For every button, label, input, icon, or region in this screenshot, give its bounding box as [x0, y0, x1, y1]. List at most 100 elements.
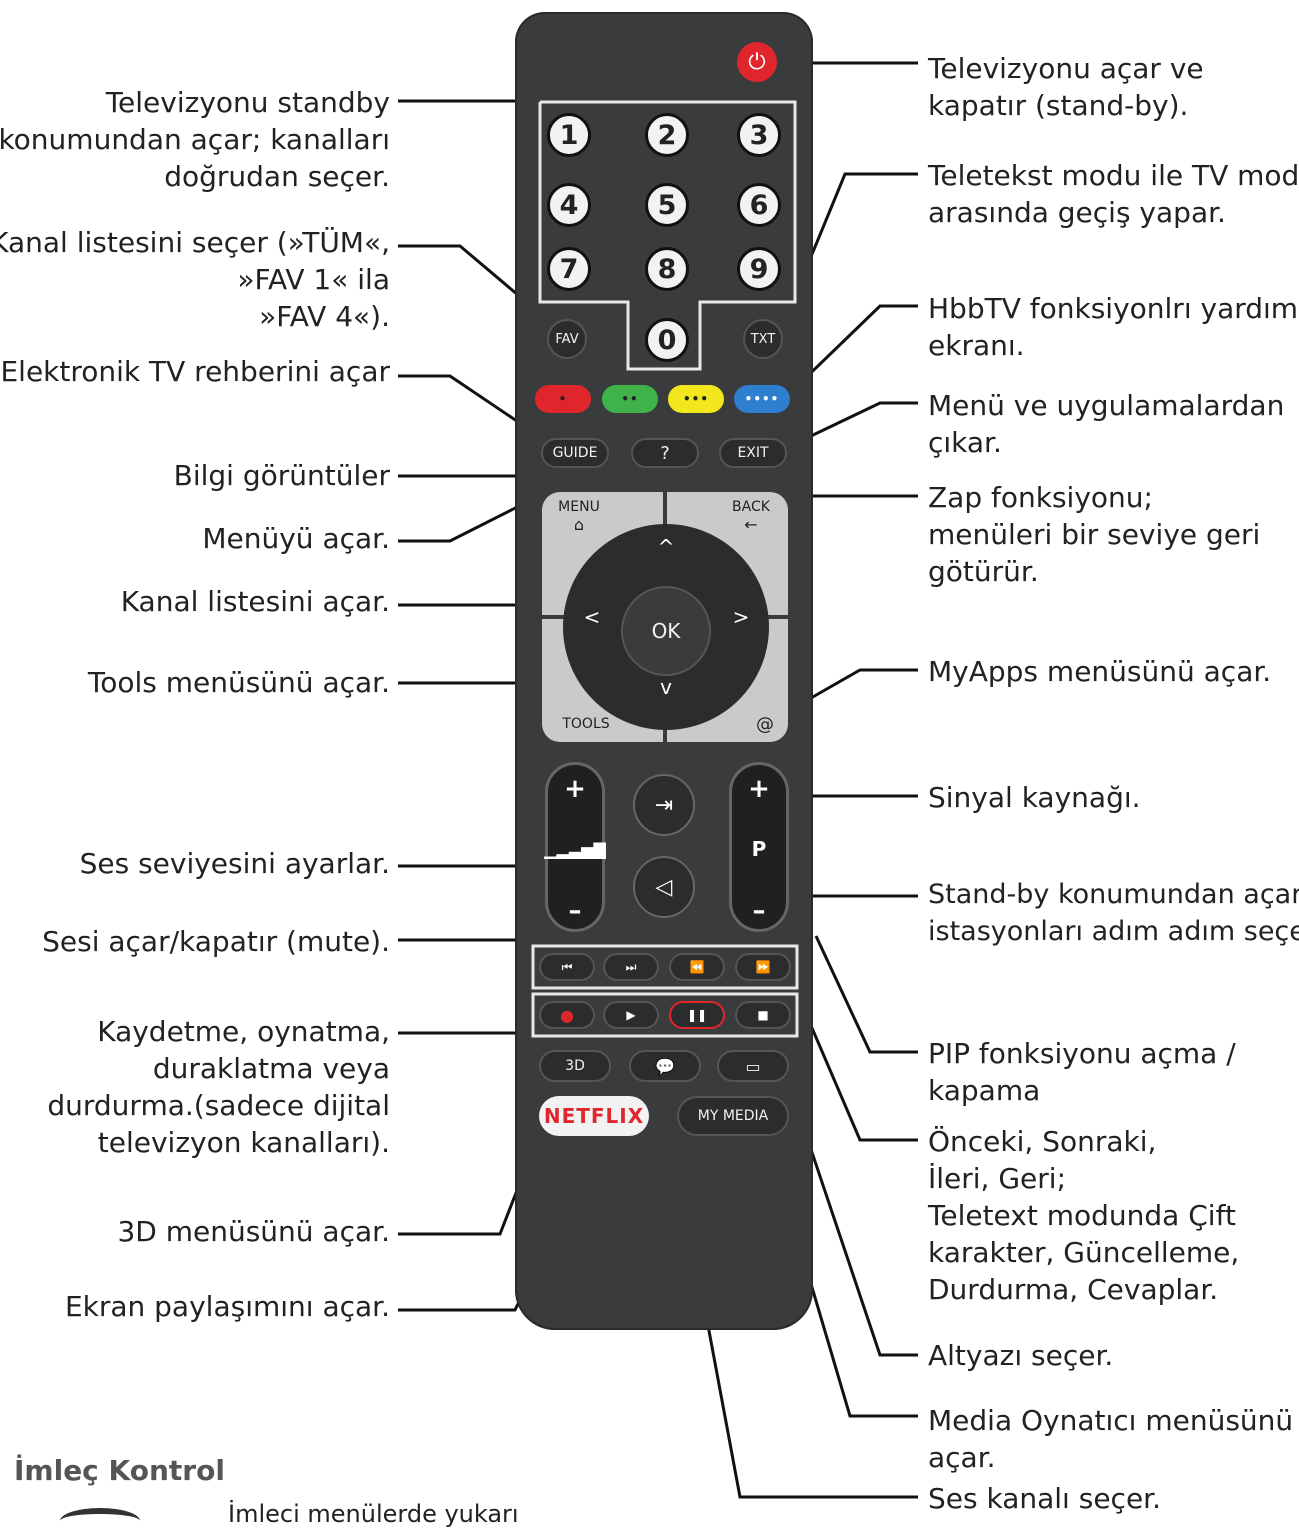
stop-icon: ■ [757, 1008, 769, 1022]
mute-button[interactable]: ◁ [633, 856, 695, 918]
label-volume: Ses seviyesini ayarlar. [80, 845, 390, 882]
source-button[interactable]: ⇥ [633, 774, 695, 836]
power-icon: ⏻ [748, 49, 766, 75]
label-ok: Kanal listesini açar. [121, 583, 390, 620]
label-line: menüleri bir seviye geri [928, 518, 1261, 551]
channel-down-button[interactable]: – [752, 896, 766, 926]
digit-2-button[interactable]: 2 [645, 113, 689, 157]
record-button[interactable]: ● [539, 1001, 595, 1029]
back-button[interactable]: BACK ← [721, 498, 781, 534]
digit-1-button[interactable]: 1 [547, 113, 591, 157]
home-icon: ⌂ [573, 514, 585, 534]
label-back: Zap fonksiyonu; menüleri bir seviye geri… [928, 479, 1260, 590]
label-prevnext: Önceki, Sonraki, İleri, Geri; Teletext m… [928, 1123, 1239, 1308]
txt-button[interactable]: TXT [743, 319, 783, 359]
volume-level-icon: ▁▂▃▅▇ [544, 839, 606, 859]
next-button[interactable]: ⏭ [603, 953, 659, 981]
menu-label: MENU [558, 498, 600, 515]
label-line: Tools menüsünü açar. [87, 666, 390, 699]
down-arrow-button[interactable]: v [660, 675, 672, 699]
play-button[interactable]: ▶ [603, 1001, 659, 1029]
label-line: Televizyonu standby [105, 86, 390, 119]
label-line: duraklatma veya [152, 1052, 390, 1085]
label-line: Sinyal kaynağı. [928, 781, 1141, 814]
blue-button[interactable]: •••• [734, 385, 790, 413]
digit-6-button[interactable]: 6 [737, 183, 781, 227]
rewind-button[interactable]: ⏪ [669, 953, 725, 981]
label-line: HbbTV fonksiyonlrı yardım [928, 292, 1299, 325]
label-line: açar. [928, 1441, 996, 1474]
previous-button[interactable]: ⏮ [539, 953, 595, 981]
up-arrow-button[interactable]: ^ [657, 535, 675, 559]
channel-up-button[interactable]: + [748, 774, 770, 804]
myapps-button[interactable]: @ [756, 713, 774, 735]
label-line: ekranı. [928, 329, 1025, 362]
3d-button[interactable]: 3D [539, 1050, 611, 1082]
volume-down-button[interactable]: – [568, 896, 582, 926]
skip-back-icon: ⏮ [561, 959, 573, 974]
cursor-control-graphic [60, 1508, 140, 1534]
label-line: götürür. [928, 555, 1039, 588]
label-line: Ekran paylaşımını açar. [64, 1290, 390, 1323]
digit-5-button[interactable]: 5 [645, 183, 689, 227]
power-button[interactable]: ⏻ [737, 42, 777, 82]
back-label: BACK [732, 498, 770, 515]
label-exit: Menü ve uygulamalardan çıkar. [928, 387, 1284, 461]
screen-share-button[interactable]: 💬 [629, 1050, 701, 1082]
label-menu: Menüyü açar. [202, 520, 390, 557]
netflix-button[interactable]: NETFLIX [539, 1096, 649, 1136]
back-arrow-icon: ← [744, 514, 758, 534]
label-subtitle: Altyazı seçer. [928, 1337, 1113, 1374]
red-button[interactable]: • [535, 385, 591, 413]
leader-exit [789, 401, 918, 448]
volume-up-button[interactable]: + [564, 774, 586, 804]
label-record: Kaydetme, oynatma, duraklatma veya durdu… [47, 1013, 390, 1161]
subtitle-icon: ▭ [745, 1056, 761, 1076]
pause-icon: ❚❚ [686, 1008, 708, 1022]
label-mute: Sesi açar/kapatır (mute). [42, 923, 390, 960]
label-audio: Ses kanalı seçer. [928, 1480, 1161, 1517]
stop-button[interactable]: ■ [735, 1001, 791, 1029]
left-arrow-button[interactable]: < [583, 605, 601, 629]
menu-button[interactable]: MENU ⌂ [549, 498, 609, 534]
exit-button[interactable]: EXIT [719, 438, 787, 468]
yellow-button[interactable]: ••• [668, 385, 724, 413]
guide-button[interactable]: GUIDE [541, 438, 609, 468]
label-line: İleri, Geri; [928, 1162, 1067, 1195]
leader-prevnext [798, 999, 918, 1142]
digit-0-button[interactable]: 0 [645, 318, 689, 362]
digit-8-button[interactable]: 8 [645, 247, 689, 291]
skip-forward-icon: ⏭ [625, 959, 637, 974]
label-line: durdurma.(sadece dijital [47, 1089, 390, 1122]
green-button[interactable]: •• [602, 385, 658, 413]
label-line: Media Oynatıcı menüsünü [928, 1404, 1294, 1437]
label-power: Televizyonu açar ve kapatır (stand-by). [928, 50, 1204, 124]
media-rows-outline [531, 944, 799, 1038]
right-arrow-button[interactable]: > [732, 605, 750, 629]
leader-pip [814, 935, 918, 1054]
label-line: kapama [928, 1074, 1041, 1107]
label-line: Zap fonksiyonu; [928, 481, 1153, 514]
fav-button[interactable]: FAV [547, 319, 587, 359]
label-line: Durdurma, Cevaplar. [928, 1273, 1219, 1306]
label-line: Teletekst modu ile TV modu [928, 159, 1299, 192]
ok-button[interactable]: OK [621, 586, 711, 676]
label-line: Sesi açar/kapatır (mute). [42, 925, 390, 958]
label-myapps: MyApps menüsünü açar. [928, 653, 1271, 690]
tools-button[interactable]: TOOLS [562, 716, 610, 732]
subtitle-button[interactable]: ▭ [717, 1050, 789, 1082]
label-line: Teletext modunda Çift [928, 1199, 1236, 1232]
label-line: arasında geçiş yapar. [928, 196, 1226, 229]
pause-button[interactable]: ❚❚ [669, 1001, 725, 1029]
digit-4-button[interactable]: 4 [547, 183, 591, 227]
label-line: Elektronik TV rehberini açar [0, 355, 390, 388]
leader-subtitle [784, 1074, 918, 1357]
digit-3-button[interactable]: 3 [737, 113, 781, 157]
leader-menu [398, 491, 546, 543]
info-button[interactable]: ? [631, 438, 699, 468]
label-tools: Tools menüsünü açar. [88, 664, 390, 701]
digit-7-button[interactable]: 7 [547, 247, 591, 291]
my-media-button[interactable]: MY MEDIA [677, 1096, 789, 1136]
digit-9-button[interactable]: 9 [737, 247, 781, 291]
fast-forward-button[interactable]: ⏩ [735, 953, 791, 981]
